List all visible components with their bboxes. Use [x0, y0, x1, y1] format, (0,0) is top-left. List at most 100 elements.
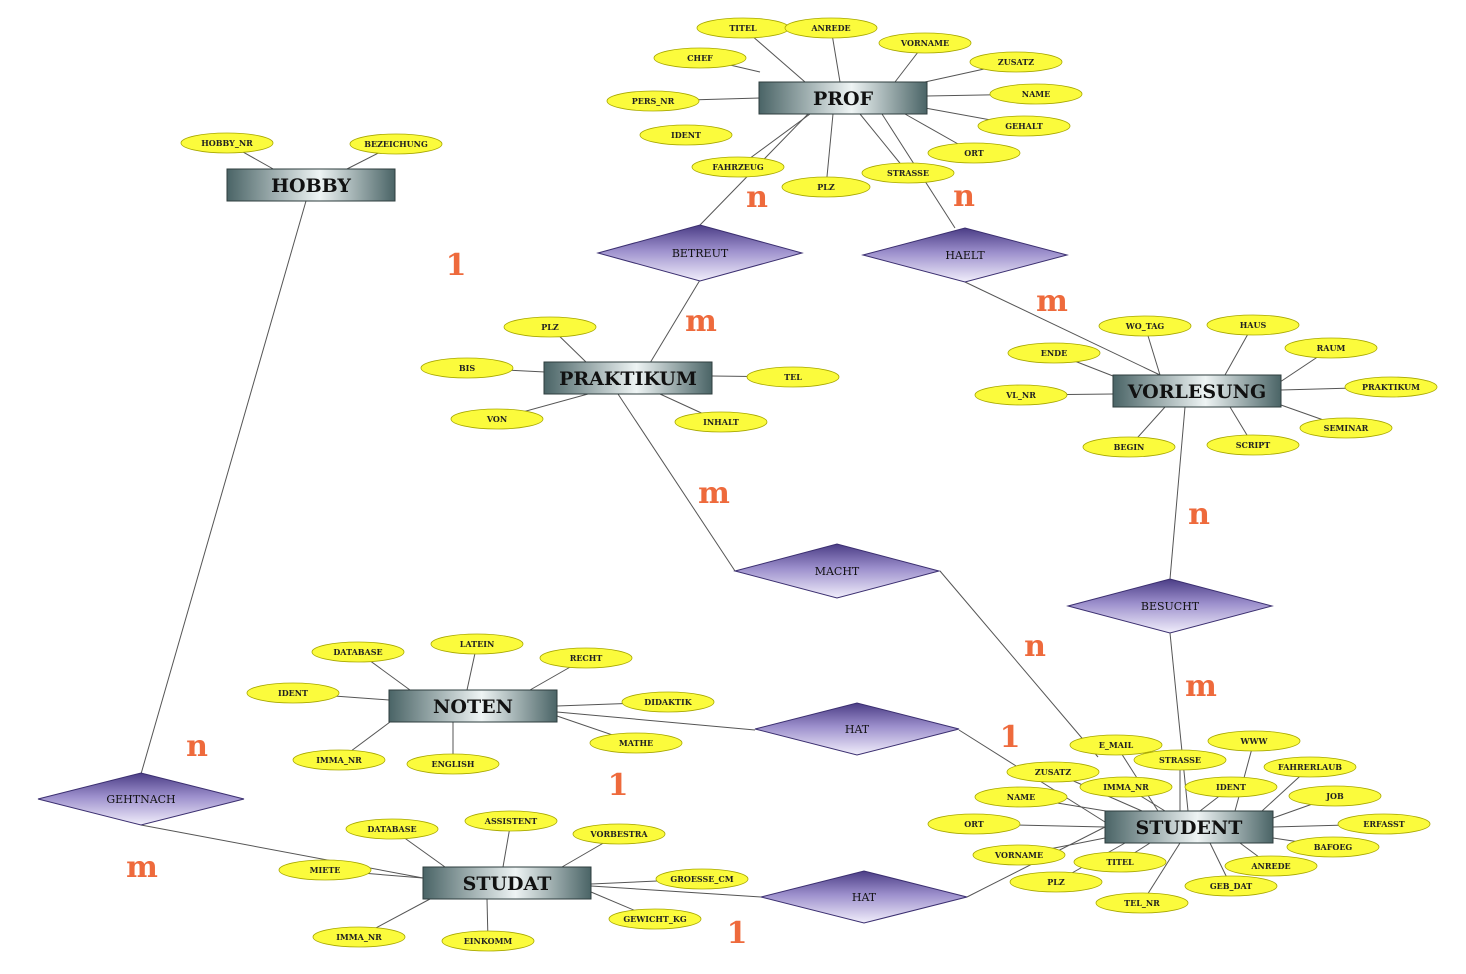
attribute-oval: [1286, 836, 1380, 858]
attribute-oval: [974, 786, 1068, 808]
attribute-oval: [878, 32, 972, 54]
attribute-label: GEHALT: [1005, 121, 1043, 131]
attribute-oval: [292, 749, 386, 771]
attribute-studat-gewicht-kg: GEWICHT_KG: [608, 908, 702, 930]
attribute-studat-einkomm: EINKOMM: [441, 930, 535, 952]
relationship-label: HAT: [852, 891, 877, 904]
attribute-label: NAME: [1007, 792, 1035, 802]
attribute-label: VON: [486, 414, 507, 424]
attribute-studat-imma-nr: IMMA_NR: [312, 926, 406, 948]
attribute-label: E_MAIL: [1099, 740, 1134, 750]
attribute-label: PLZ: [817, 182, 835, 192]
attribute-label: ENGLISH: [432, 759, 475, 769]
attribute-oval: [572, 823, 666, 845]
attribute-label: MIETE: [310, 865, 341, 875]
entity-vorlesung: VORLESUNG: [1112, 374, 1282, 408]
connection-line: [964, 281, 1161, 376]
cardinality-haelt-vorlesung: m: [1036, 284, 1068, 319]
attribute-label: WO_TAG: [1125, 321, 1165, 331]
attribute-oval: [746, 366, 840, 388]
attribute-praktikum-plz: PLZ: [503, 316, 597, 338]
attribute-noten-mathe: MATHE: [589, 732, 683, 754]
attribute-label: RAUM: [1317, 343, 1346, 353]
entity-label: PROF: [813, 88, 874, 110]
attribute-link-line: [825, 113, 834, 188]
attribute-student-www: WWW: [1207, 730, 1301, 752]
attribute-student-ident: IDENT: [1184, 776, 1278, 798]
attribute-prof-name: NAME: [989, 83, 1083, 105]
connection-line: [1169, 632, 1189, 812]
cardinality-hobby-gehtnach: n: [186, 729, 208, 764]
attribute-prof-strasse: STRASSE: [861, 162, 955, 184]
relationship-diamond: [760, 870, 968, 924]
attribute-student-ort: ORT: [927, 813, 1021, 835]
attribute-oval: [180, 132, 274, 154]
attribute-label: ZUSATZ: [1035, 767, 1071, 777]
attribute-hobby-hobby-nr: HOBBY_NR: [180, 132, 274, 154]
attribute-oval: [464, 810, 558, 832]
attribute-oval: [972, 844, 1066, 866]
entity-label: STUDAT: [463, 873, 552, 895]
attribute-oval: [589, 732, 683, 754]
attribute-label: VORNAME: [900, 38, 949, 48]
relationship-diamond: [861, 227, 1069, 283]
attribute-oval: [1337, 813, 1431, 835]
attribute-oval: [1133, 749, 1227, 771]
attribute-oval: [1224, 855, 1318, 877]
attribute-student-geb-dat: GEB_DAT: [1184, 875, 1278, 897]
attribute-vorlesung-script: SCRIPT: [1206, 434, 1300, 456]
attribute-student-fahrerlaub: FAHRERLAUB: [1263, 756, 1357, 778]
attribute-prof-ort: ORT: [927, 142, 1021, 164]
entity-label: NOTEN: [433, 696, 513, 718]
attribute-label: BEZEICHUNG: [364, 139, 428, 149]
attribute-label: ANREDE: [810, 23, 850, 33]
attribute-studat-assistent: ASSISTENT: [464, 810, 558, 832]
entity-label: PRAKTIKUM: [559, 368, 697, 390]
attribute-oval: [406, 753, 500, 775]
attribute-label: TEL_NR: [1124, 898, 1160, 908]
entity-label: VORLESUNG: [1127, 381, 1266, 403]
relationship-hat-noten: HAT: [754, 702, 960, 756]
attribute-label: JOB: [1325, 791, 1344, 801]
relationship-gehtnach: GEHTNACH: [37, 772, 245, 826]
attribute-oval: [441, 930, 535, 952]
attribute-label: ORT: [964, 148, 983, 158]
attribute-oval: [1206, 314, 1300, 336]
attribute-label: SCRIPT: [1236, 440, 1271, 450]
attribute-label: FAHRZEUG: [712, 162, 764, 172]
attribute-oval: [1007, 342, 1101, 364]
cardinality-besucht-student: m: [1185, 669, 1217, 704]
relationship-betreut: BETREUT: [596, 224, 804, 282]
relationship-label: BETREUT: [672, 247, 729, 260]
relationship-besucht: BESUCHT: [1066, 578, 1274, 634]
relationship-diamond: [596, 224, 804, 282]
attribute-noten-didaktik: DIDAKTIK: [621, 691, 715, 713]
attribute-oval: [653, 47, 747, 69]
attribute-praktikum-von: VON: [450, 408, 544, 430]
attribute-student-imma-nr: IMMA_NR: [1079, 776, 1173, 798]
attribute-prof-vorname: VORNAME: [878, 32, 972, 54]
entity-label: HOBBY: [271, 175, 351, 197]
cardinality-gehtnach-studat: m: [126, 850, 158, 885]
attribute-oval: [1288, 785, 1382, 807]
relationship-diamond: [37, 772, 245, 826]
entity-student: STUDENT: [1104, 810, 1274, 844]
attribute-oval: [1079, 776, 1173, 798]
cardinality-vorlesung-besucht: n: [1188, 497, 1210, 532]
relationship-hat-studat: HAT: [760, 870, 968, 924]
cardinality-hat-student: 1: [1000, 720, 1021, 755]
attribute-label: SEMINAR: [1324, 423, 1369, 433]
attribute-label: IMMA_NR: [316, 755, 362, 765]
attribute-noten-imma-nr: IMMA_NR: [292, 749, 386, 771]
attribute-oval: [1069, 734, 1163, 756]
attribute-oval: [1184, 875, 1278, 897]
relationship-diamond: [733, 543, 941, 599]
relationship-diamond: [1066, 578, 1274, 634]
attribute-student-vorname: VORNAME: [972, 844, 1066, 866]
attribute-studat-database: DATABASE: [345, 818, 439, 840]
attribute-label: EINKOMM: [464, 936, 513, 946]
attribute-label: RECHT: [570, 653, 603, 663]
attribute-prof-fahrzeug: FAHRZEUG: [691, 156, 785, 178]
attribute-label: VORNAME: [994, 850, 1043, 860]
